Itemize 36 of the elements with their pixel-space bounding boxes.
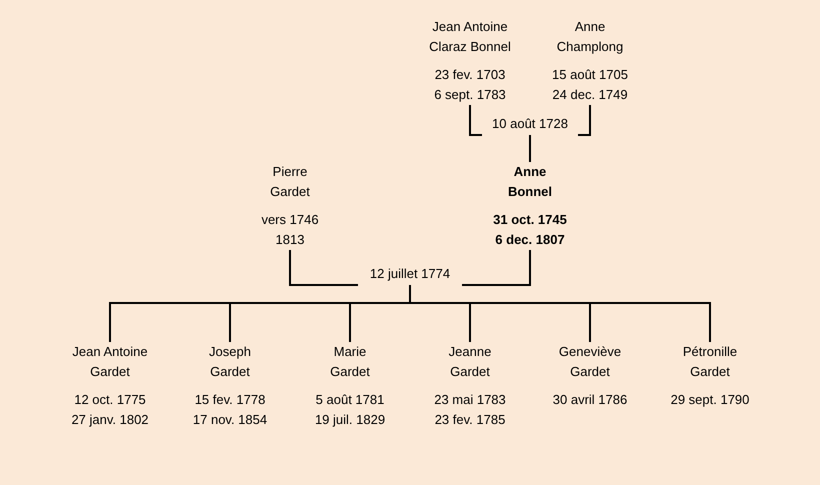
marriage-date: 12 juillet 1774 (358, 265, 462, 285)
date-text: 23 fev. 1703 (434, 66, 506, 84)
person-name: Anne Champlong (556, 18, 624, 56)
connector-line (409, 285, 711, 342)
date-text: 15 fev. 1778 (194, 391, 266, 409)
date-text: 30 avril 1786 (552, 391, 628, 409)
person-name: Marie Gardet (329, 343, 371, 381)
date-text: 19 juil. 1829 (314, 411, 386, 429)
person-name: Jean Antoine Claraz Bonnel (428, 18, 512, 56)
connector-line (462, 250, 531, 286)
date-text: 15 août 1705 (552, 66, 628, 84)
marriage-date: 10 août 1728 (482, 115, 578, 135)
date-text: 6 sept. 1783 (434, 86, 506, 104)
person-name: Jeanne Gardet (448, 343, 492, 381)
connector-line (529, 135, 531, 162)
date-text: 23 fev. 1785 (434, 411, 506, 429)
connector-line (578, 105, 591, 136)
date-text: 29 sept. 1790 (670, 391, 750, 409)
connector-line (289, 250, 358, 286)
date-text: 5 août 1781 (316, 391, 384, 409)
date-text: 24 dec. 1749 (552, 86, 628, 104)
person-name: Joseph Gardet (208, 343, 252, 381)
date-text: 12 oct. 1775 (74, 391, 146, 409)
date-text: 23 mai 1783 (434, 391, 506, 409)
date-text: 17 nov. 1854 (192, 411, 268, 429)
person-name: Pétronille Gardet (682, 343, 738, 381)
date-text: 6 dec. 1807 (495, 231, 565, 249)
person-name: Anne Bonnel (506, 163, 554, 201)
date-text: vers 1746 (261, 211, 319, 229)
person-name: Geneviève Gardet (558, 343, 622, 381)
date-text: 27 janv. 1802 (71, 411, 149, 429)
date-text: 31 oct. 1745 (493, 211, 567, 229)
date-text: 1813 (276, 231, 304, 249)
connector-line (469, 105, 482, 136)
person-name: Jean Antoine Gardet (71, 343, 149, 381)
person-name: Pierre Gardet (269, 163, 311, 201)
